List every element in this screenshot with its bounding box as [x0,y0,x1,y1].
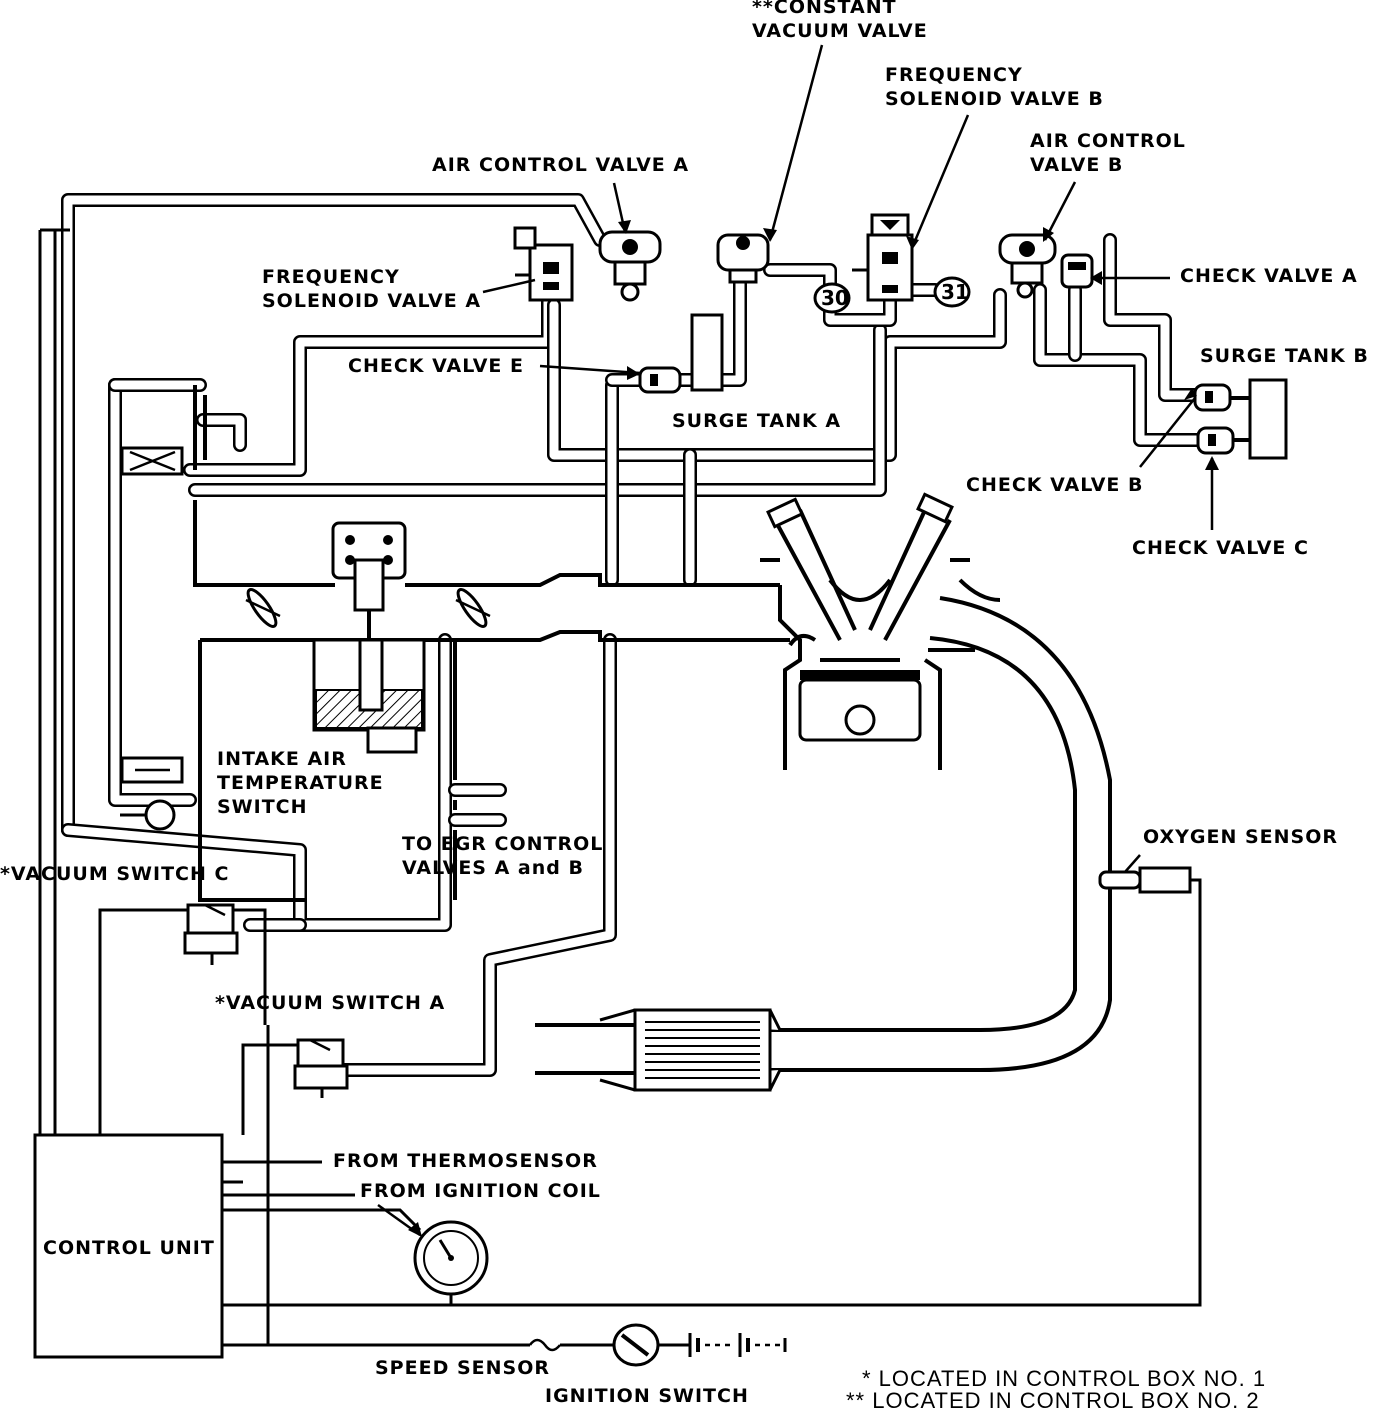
air-bleed-valve-lower-icon [120,756,184,784]
intake-air-temperature-switch-icon [120,799,176,831]
oxygen-sensor-label: OXYGEN SENSOR [1143,826,1339,848]
vacuum-switch-a-label: *VACUUM SWITCH A [215,992,446,1014]
air-control-valve-b-label: AIR CONTROL VALVE B [1030,130,1186,176]
frequency-solenoid-valve-b-icon [852,213,914,302]
air-cleaner-box [193,385,207,470]
vacuum-switch-a-icon [293,1038,349,1098]
control-unit-label: CONTROL UNIT [43,1237,215,1259]
check-valve-a-icon [1060,253,1094,289]
engine-cylinder [760,492,1001,770]
from-thermosensor-label: FROM THERMOSENSOR [333,1150,598,1172]
check-valve-e-label: CHECK VALVE E [348,355,524,377]
constant-vacuum-valve-icon [716,233,770,284]
frequency-solenoid-valve-a-label: FREQUENCY SOLENOID VALVE A [262,266,482,312]
to-egr-control-valves-label: TO EGR CONTROL VALVES A and B [402,833,604,879]
oxygen-sensor-icon [1098,866,1192,894]
electrical-wiring [38,228,1202,1357]
from-ignition-coil-label: FROM IGNITION COIL [360,1180,601,1202]
air-control-valve-a-label: AIR CONTROL VALVE A [432,154,690,176]
port-31-label: 31 [941,280,969,304]
check-valve-e-icon [638,366,682,394]
check-valve-b-label: CHECK VALVE B [966,474,1144,496]
port-30-label: 30 [821,286,849,310]
port-30-marker [813,282,851,314]
air-control-valve-a-icon [513,226,662,302]
control-unit-box [33,1133,224,1359]
carburetor [312,521,426,754]
surge-tank-b-icon [1230,378,1288,460]
ignition-switch-icon [612,1323,660,1367]
speed-sensor-label: SPEED SENSOR [375,1357,550,1379]
check-valve-b-icon [1193,383,1232,412]
air-bleed-valve-upper-icon [120,446,184,476]
legend-control-box-1: * LOCATED IN CONTROL BOX NO. 1 [862,1366,1267,1391]
vacuum-switch-c-label: *VACUUM SWITCH C [0,863,230,885]
throttle-valve-left-icon [245,588,281,628]
port-31-marker [933,276,971,308]
air-control-valve-b-icon [998,233,1057,299]
intake-passage [193,500,790,902]
check-valve-c-icon [1196,426,1235,455]
check-valve-a-label: CHECK VALVE A [1180,265,1358,287]
surge-tank-a-label: SURGE TANK A [672,410,842,432]
battery-icon [688,1333,787,1357]
arrowheads [408,220,1219,1237]
intake-air-temperature-switch-label: INTAKE AIR TEMPERATURE SWITCH [217,748,384,818]
ignition-switch-label: IGNITION SWITCH [545,1385,749,1407]
vacuum-switch-c-icon [183,903,239,965]
surge-tank-a-icon [690,313,724,392]
frequency-solenoid-valve-b-label: FREQUENCY SOLENOID VALVE B [885,64,1104,110]
frequency-solenoid-valve-a-icon [515,243,574,302]
speed-sensor-gauge-icon [413,1220,489,1296]
constant-vacuum-valve-label: **CONSTANT VACUUM VALVE [752,0,928,42]
legend-control-box-2: ** LOCATED IN CONTROL BOX NO. 2 [846,1388,1260,1413]
check-valve-c-label: CHECK VALVE C [1132,537,1309,559]
exhaust-system [535,596,1112,1092]
throttle-valve-right-icon [455,588,491,628]
surge-tank-b-label: SURGE TANK B [1200,345,1369,367]
